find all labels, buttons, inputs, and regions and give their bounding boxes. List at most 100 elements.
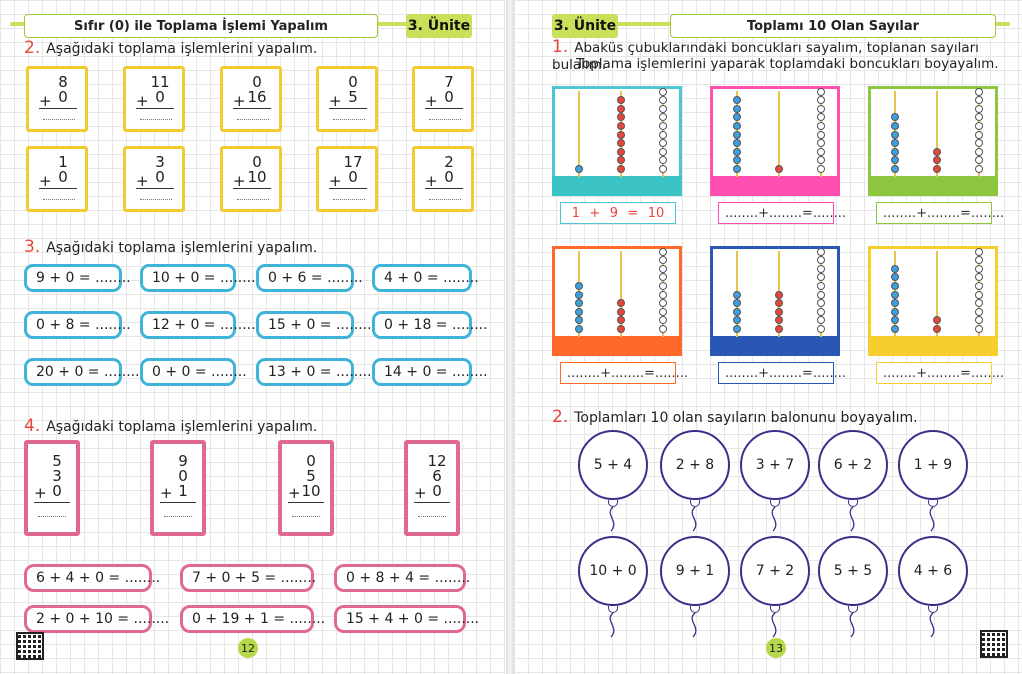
bead-empty xyxy=(659,156,667,165)
equation-part: ........ xyxy=(926,205,961,221)
balloon[interactable]: 10 + 0 xyxy=(578,536,648,606)
sum-line xyxy=(136,108,174,109)
balloon[interactable]: 1 + 9 xyxy=(898,430,968,500)
answer-blank[interactable] xyxy=(333,199,365,200)
bead-red xyxy=(617,299,625,308)
balloon-string xyxy=(929,612,935,638)
answer-blank[interactable] xyxy=(43,199,75,200)
plus-sign: + xyxy=(329,92,342,110)
equation-part: ........ xyxy=(883,365,917,381)
balloon[interactable]: 2 + 8 xyxy=(660,430,730,500)
answer-blank[interactable] xyxy=(237,119,269,120)
bead-empty xyxy=(659,139,667,148)
equation-box[interactable]: ........+........=........ xyxy=(876,202,1004,224)
bead-blue xyxy=(733,299,741,308)
bead-empty xyxy=(817,273,825,282)
balloon[interactable]: 9 + 1 xyxy=(660,536,730,606)
balloon[interactable]: 6 + 2 xyxy=(818,430,888,500)
equation-pill[interactable]: 2 + 0 + 10 = ........ xyxy=(24,605,169,633)
equation-box[interactable]: ........+........=........ xyxy=(718,362,846,384)
addend-top: 0 xyxy=(348,73,358,91)
equation-pill[interactable]: 0 + 8 = ........ xyxy=(24,311,131,339)
bead-empty xyxy=(817,264,825,273)
answer-blank[interactable] xyxy=(38,516,66,517)
bead-red xyxy=(617,122,625,130)
addend-1: 5 xyxy=(52,452,62,470)
qr-code[interactable] xyxy=(980,630,1008,658)
equation-pill[interactable]: 4 + 0 = ........ xyxy=(372,264,479,292)
equation-pill[interactable]: 20 + 0 = ........ xyxy=(24,358,140,386)
bead-blue xyxy=(891,264,899,273)
bead-empty xyxy=(817,256,825,265)
plus-sign: + xyxy=(233,172,246,190)
equation-pill[interactable]: 15 + 4 + 0 = ........ xyxy=(334,605,479,633)
bead-empty xyxy=(975,113,983,122)
answer-blank[interactable] xyxy=(292,516,320,517)
balloon-knot xyxy=(928,606,938,613)
bead-empty xyxy=(817,307,825,316)
bead-red xyxy=(775,165,783,173)
answer-blank[interactable] xyxy=(429,199,461,200)
bead-red xyxy=(617,130,625,139)
balloon[interactable]: 5 + 4 xyxy=(578,430,648,500)
equation-pill[interactable]: 14 + 0 = ........ xyxy=(372,358,488,386)
equation-box[interactable]: 1+9=10 xyxy=(560,202,676,224)
answer-blank[interactable] xyxy=(333,119,365,120)
bead-blue xyxy=(575,165,583,173)
balloon-knot xyxy=(848,500,858,507)
equation-box[interactable]: ........+........=........ xyxy=(876,362,1004,384)
answer-blank[interactable] xyxy=(140,119,172,120)
answer-blank[interactable] xyxy=(140,199,172,200)
bead-empty xyxy=(817,165,825,173)
balloon[interactable]: 7 + 2 xyxy=(740,536,810,606)
equation-pill[interactable]: 10 + 0 = ........ xyxy=(140,264,256,292)
answer-blank[interactable] xyxy=(429,119,461,120)
bead-empty xyxy=(975,104,983,113)
balloon[interactable]: 5 + 5 xyxy=(818,536,888,606)
bead-blue xyxy=(891,299,899,308)
bead-blue xyxy=(891,139,899,148)
equation-part: 9 xyxy=(609,205,618,221)
equation-pill[interactable]: 13 + 0 = ........ xyxy=(256,358,372,386)
qr-code[interactable] xyxy=(16,632,44,660)
equation-pill[interactable]: 0 + 0 = ........ xyxy=(140,358,247,386)
bead-blue xyxy=(733,104,741,113)
plus-sign: + xyxy=(39,92,52,110)
addend-bottom: 10 xyxy=(247,168,267,186)
answer-blank[interactable] xyxy=(237,199,269,200)
equation-pill[interactable]: 9 + 0 = ........ xyxy=(24,264,131,292)
balloon-string xyxy=(771,506,777,532)
equation-pill[interactable]: 0 + 18 = ........ xyxy=(372,311,488,339)
bead-blue xyxy=(733,156,741,165)
equation-pill[interactable]: 0 + 19 + 1 = ........ xyxy=(180,605,325,633)
abacus-base xyxy=(710,336,840,356)
bead-red xyxy=(617,307,625,316)
equation-pill[interactable]: 12 + 0 = ........ xyxy=(140,311,256,339)
sum-line xyxy=(233,108,271,109)
equation-pill[interactable]: 15 + 0 = ........ xyxy=(256,311,372,339)
equation-pill[interactable]: 0 + 8 + 4 = ........ xyxy=(334,564,470,592)
balloon-string xyxy=(609,612,615,638)
addend-bottom: 0 xyxy=(444,168,454,186)
answer-blank[interactable] xyxy=(164,516,192,517)
balloon[interactable]: 3 + 7 xyxy=(740,430,810,500)
answer-blank[interactable] xyxy=(43,119,75,120)
plus-sign: + xyxy=(39,172,52,190)
answer-blank[interactable] xyxy=(418,516,446,517)
addend-top: 8 xyxy=(58,73,68,91)
abacus xyxy=(868,86,998,196)
balloon[interactable]: 4 + 6 xyxy=(898,536,968,606)
question-2-title: 2.Aşağıdaki toplama işlemlerini yapalım. xyxy=(24,38,318,58)
equation-pill[interactable]: 7 + 0 + 5 = ........ xyxy=(180,564,316,592)
page-number: 12 xyxy=(238,638,258,658)
sum-line xyxy=(329,108,367,109)
equation-pill[interactable]: 6 + 4 + 0 = ........ xyxy=(24,564,160,592)
bead-empty xyxy=(659,256,667,265)
bead-blue xyxy=(733,290,741,299)
equation-box[interactable]: ........+........=........ xyxy=(560,362,688,384)
equation-pill[interactable]: 0 + 6 = ........ xyxy=(256,264,363,292)
equation-box[interactable]: ........+........=........ xyxy=(718,202,846,224)
bead-red xyxy=(617,96,625,105)
bead-empty xyxy=(659,273,667,282)
